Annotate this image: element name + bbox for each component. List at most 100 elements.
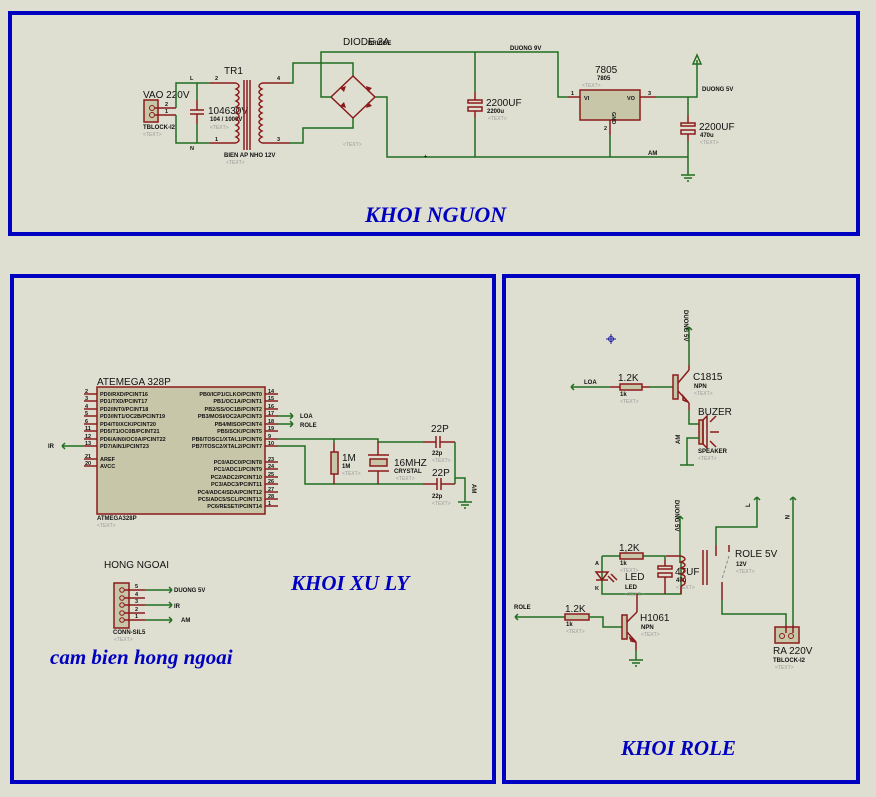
net-label: + <box>424 154 427 160</box>
pin-num: 2 <box>135 607 138 613</box>
pin-num: 5 <box>85 411 88 417</box>
input-terminal-vao[interactable]: VAO 220V 2 1 TBLOCK-I2 <TEXT> <box>143 90 190 138</box>
ir-connector-ref: HONG NGOAI <box>104 560 169 571</box>
pin-name: PC6/RESET/PCINT14 <box>207 504 263 510</box>
bridge-ref: DIODE 2A <box>343 37 390 48</box>
text-placeholder: <TEXT> <box>396 476 415 482</box>
pin-num: 1 <box>268 501 271 507</box>
pin-num: 5 <box>135 584 138 590</box>
filter-capacitor[interactable]: 2200UF 2200u <TEXT> <box>467 52 522 157</box>
buzzer-value: SPEAKER <box>698 449 728 455</box>
ir-sensor-caption: cam bien hong ngoai <box>50 645 233 669</box>
line-label-n: N <box>190 146 194 152</box>
pin-name: PD0/RXD/PCINT16 <box>100 392 148 398</box>
crosshair-cursor-icon <box>606 334 616 344</box>
pin-num: 15 <box>268 396 274 402</box>
net-label-role: ROLE <box>300 423 317 429</box>
resistor-1m[interactable]: 1M 1M <TEXT> <box>330 443 361 484</box>
input-capacitor[interactable]: 104630V 104 / 1000V <TEXT> <box>190 83 248 143</box>
power-block-frame <box>8 11 860 236</box>
relay-block-frame <box>502 274 860 784</box>
pin-name: PC0/ADC0/PCINT8 <box>214 460 262 466</box>
crystal-16mhz[interactable]: 16MHZ CRYSTAL <TEXT> <box>368 442 427 484</box>
ir-connector-hong-ngoai[interactable]: HONG NGOAI 5 4 3 2 1 CONN-SIL5 <TEXT> <box>104 560 169 643</box>
output-cap-value: 470u <box>700 133 714 139</box>
capacitor-47uf[interactable]: 47UF 47u <TEXT> <box>657 560 699 594</box>
line-label-l: L <box>190 76 194 82</box>
voltage-regulator-7805[interactable]: 7805 7805 <TEXT> VI VO GND 1 3 2 <box>568 65 656 157</box>
text-placeholder: <TEXT> <box>700 140 719 146</box>
transformer-tr1[interactable]: TR1 2 1 4 3 BIEN AP NHO 12V <TEXT> <box>210 66 290 166</box>
buzzer-resistor-ref: 1.2K <box>618 373 639 384</box>
buzzer-resistor[interactable]: 1.2K 1k <TEXT> <box>610 373 650 405</box>
pin-name: PC1/ADC1/PCINT9 <box>214 467 262 473</box>
output-terminal-ra[interactable]: RA 220V TBLOCK-I2 <TEXT> <box>773 625 813 671</box>
capacitor-22p-1[interactable]: 22P 22p <TEXT> <box>423 424 455 464</box>
crystal-ref: 16MHZ <box>394 458 427 469</box>
cap-47uf-ref: 47UF <box>675 567 699 578</box>
led-resistor[interactable]: 1,2K 1k <TEXT> <box>619 543 644 574</box>
pin-num: 16 <box>268 404 274 410</box>
led-resistor-value: 1k <box>620 561 627 567</box>
transistor-h1061[interactable]: H1061 NPN <TEXT> <box>621 594 670 650</box>
output-capacitor[interactable]: 2200UF 470u <TEXT> <box>680 97 735 175</box>
text-placeholder: <TEXT> <box>641 632 660 638</box>
led-ref: LED <box>625 572 644 583</box>
buzzer-ref: BUZER <box>698 407 732 418</box>
pin-num: 3 <box>135 599 138 605</box>
pin-name: AVCC <box>100 464 115 470</box>
net-label-loa: LOA <box>300 414 313 420</box>
capacitor-22p-2[interactable]: 22P 22p <TEXT> <box>423 468 455 507</box>
ground-icon <box>458 501 472 509</box>
pin-name: PB7/TOSC2/XTAL2/PCINT7 <box>192 444 262 450</box>
pin-num: 13 <box>85 441 91 447</box>
diode-bridge[interactable]: DIODE 2A BRIDGE <TEXT> <box>329 37 391 148</box>
pin-num: 20 <box>85 461 91 467</box>
pin-num: 10 <box>268 441 274 447</box>
text-placeholder: <TEXT> <box>114 637 133 643</box>
chip-value: ATMEGA328P <box>97 516 137 522</box>
pin-name: PD5/T1/OC0B/PCINT21 <box>100 429 160 435</box>
led-resistor-ref: 1,2K <box>619 543 640 554</box>
buzzer-speaker[interactable]: BUZER SPEAKER <TEXT> <box>698 407 732 462</box>
relay-role-5v[interactable]: ROLE 5V 12V <TEXT> <box>666 545 778 600</box>
pin-num: 3 <box>277 137 280 143</box>
pin-name: PC2/ADC2/PCINT10 <box>211 475 262 481</box>
led[interactable]: LED LED <TEXT> A K <box>594 561 644 598</box>
text-placeholder: <TEXT> <box>676 585 695 591</box>
text-placeholder: <TEXT> <box>698 456 717 462</box>
c1815-ref: C1815 <box>693 372 723 383</box>
pin-num: 6 <box>85 419 88 425</box>
pin-num: 25 <box>268 472 274 478</box>
drive-resistor[interactable]: 1.2K 1k <TEXT> <box>564 604 590 635</box>
transistor-c1815[interactable]: C1815 NPN <TEXT> <box>672 365 723 410</box>
pin-name: K <box>595 586 599 592</box>
